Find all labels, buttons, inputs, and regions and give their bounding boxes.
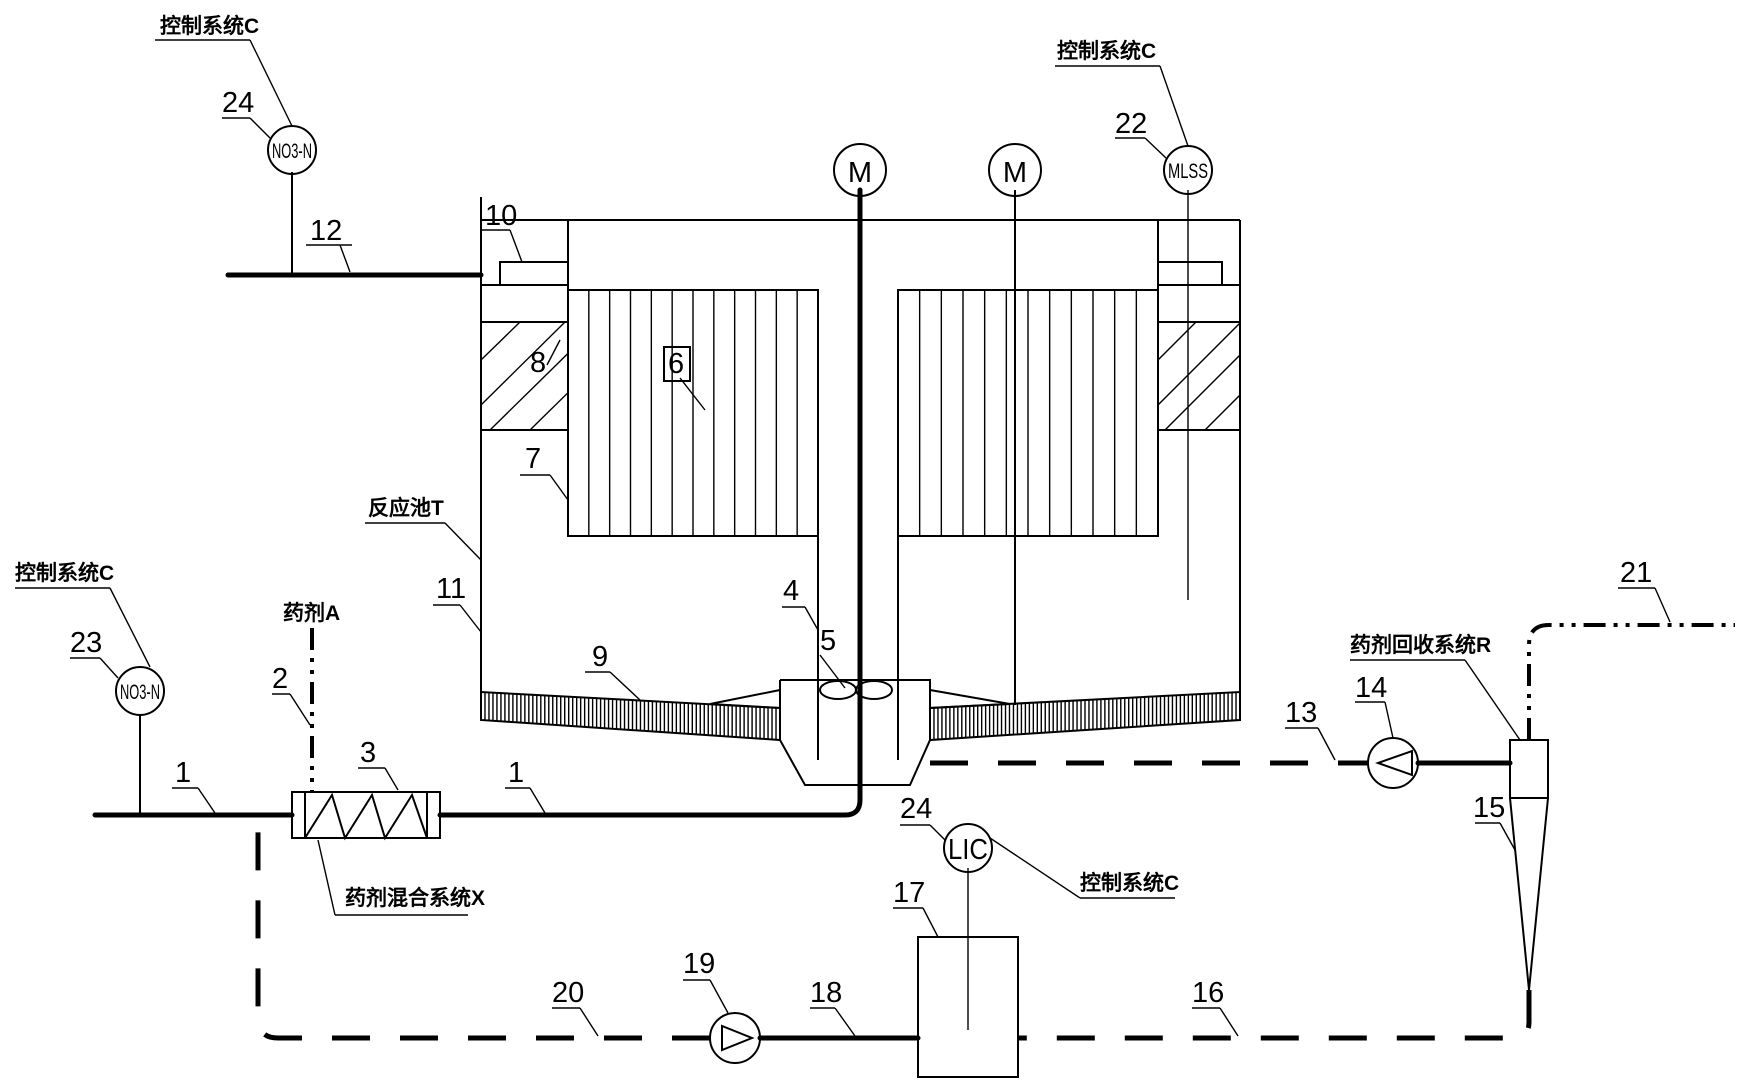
hatched-block-left <box>480 321 569 431</box>
no3-left-label: NO3-N <box>120 681 160 704</box>
aeration-diffuser-right <box>929 688 1241 742</box>
hatched-block-right <box>1157 321 1241 431</box>
reaction-tank <box>480 197 1241 720</box>
mlss-label: MLSS <box>1168 160 1208 183</box>
mlss-analyzer: MLSS <box>1163 145 1213 195</box>
effluent-weir-left <box>481 261 568 286</box>
pipe-16 <box>1018 990 1532 1041</box>
num-9: 9 <box>592 641 608 673</box>
num-8: 8 <box>530 347 546 379</box>
num-24-lic: 24 <box>900 793 932 825</box>
num-5: 5 <box>820 625 836 657</box>
num-7: 7 <box>525 443 541 475</box>
label-ctrl-lic: 控制系统C <box>1080 871 1179 895</box>
label-reactor: 反应池T <box>368 496 444 520</box>
num-3: 3 <box>360 737 376 769</box>
pipe-20 <box>255 815 710 1041</box>
num-2: 2 <box>272 663 288 695</box>
num-16: 16 <box>1192 977 1224 1009</box>
label-mixer: 药剂混合系统X <box>345 886 485 910</box>
pump-14 <box>1367 737 1419 789</box>
num-22: 22 <box>1115 108 1147 140</box>
num-24-top: 24 <box>222 87 254 119</box>
packing-module-right <box>897 289 1159 537</box>
num-20: 20 <box>552 977 584 1009</box>
motor-left: M <box>833 143 887 197</box>
inflow-pipe-1b <box>437 697 863 818</box>
impeller <box>819 680 893 700</box>
num-23: 23 <box>70 627 102 659</box>
label-agent-a: 药剂A <box>283 601 340 625</box>
num-17: 17 <box>893 877 925 909</box>
num-4: 4 <box>783 575 799 607</box>
motor-right-label: M <box>1003 157 1027 189</box>
hydrocyclone-15 <box>1509 739 1549 991</box>
no3-analyzer-left: NO3-N <box>115 666 165 716</box>
num-21: 21 <box>1620 557 1652 589</box>
label-ctrl-23: 控制系统C <box>15 561 114 585</box>
num-1-left: 1 <box>175 757 191 789</box>
num-12: 12 <box>310 215 342 247</box>
num-1-right: 1 <box>508 757 524 789</box>
lic-label: LIC <box>948 834 988 866</box>
label-ctrl-top: 控制系统C <box>160 14 259 38</box>
num-14: 14 <box>1355 672 1387 704</box>
motor-left-label: M <box>848 157 872 189</box>
aeration-diffuser-left <box>480 688 781 742</box>
num-19: 19 <box>683 948 715 980</box>
text-labels: 控制系统C 控制系统C 控制系统C 控制系统C 反应池T 药剂A 药剂混合系统X… <box>15 14 1652 1009</box>
label-recovery: 药剂回收系统R <box>1350 633 1491 657</box>
num-10: 10 <box>485 200 517 232</box>
num-11: 11 <box>436 573 466 605</box>
label-ctrl-22: 控制系统C <box>1057 39 1156 63</box>
num-6: 6 <box>668 348 684 380</box>
label-6-box <box>663 346 691 382</box>
tank-17 <box>917 868 1019 1078</box>
pump-19 <box>709 1012 761 1064</box>
bottom-hopper <box>779 679 931 786</box>
no3-top-label: NO3-N <box>272 140 312 163</box>
num-18: 18 <box>810 977 842 1009</box>
motor-right: M <box>988 143 1042 197</box>
static-mixer <box>291 791 441 841</box>
overflow-pipe-21 <box>1527 623 1735 740</box>
leader-lines <box>15 39 1671 1037</box>
effluent-weir-right <box>1158 261 1240 286</box>
num-15: 15 <box>1473 792 1505 824</box>
packing-module-left <box>567 289 819 537</box>
no3-analyzer-top: NO3-N <box>267 125 317 175</box>
level-controller: LIC <box>943 823 993 873</box>
num-13: 13 <box>1285 697 1317 729</box>
